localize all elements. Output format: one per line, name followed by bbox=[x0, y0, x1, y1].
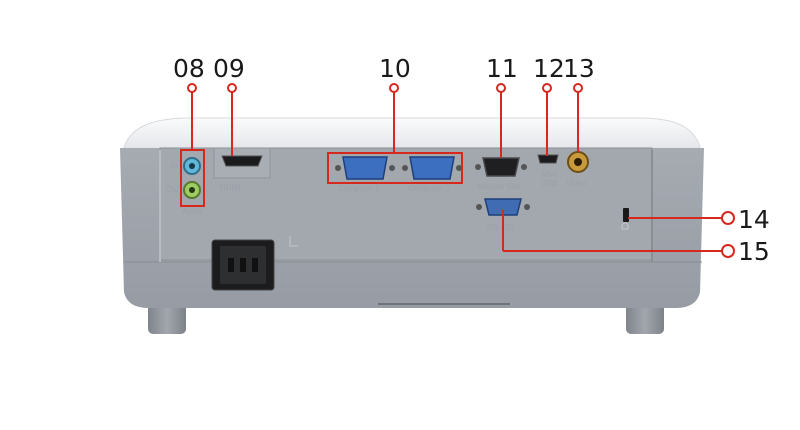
callout-dot-08 bbox=[187, 83, 197, 93]
monitor-out-port: Monitor Out bbox=[475, 157, 527, 191]
vga-computer2: Computer 2 bbox=[402, 156, 462, 193]
callout-dot-12 bbox=[542, 83, 552, 93]
audio-out-label: Out bbox=[166, 185, 180, 194]
hdmi-label: HDMI bbox=[220, 183, 240, 192]
hdmi-port: HDMI bbox=[213, 147, 271, 192]
callout-dot-13 bbox=[573, 83, 583, 93]
callout-dot-11 bbox=[496, 83, 506, 93]
callout-dot-15 bbox=[721, 244, 735, 258]
video-port: Video bbox=[566, 151, 589, 188]
projector-body bbox=[120, 117, 704, 334]
callout-12: 12 bbox=[533, 54, 565, 83]
video-label: Video bbox=[566, 179, 587, 188]
rs232-port: RS-232 bbox=[476, 198, 530, 232]
callout-09: 09 bbox=[213, 54, 245, 83]
callout-14: 14 bbox=[738, 205, 770, 234]
callout-10: 10 bbox=[379, 54, 411, 83]
callout-11: 11 bbox=[486, 54, 518, 83]
callout-08: 08 bbox=[173, 54, 205, 83]
callout-dot-14 bbox=[721, 211, 735, 225]
callout-13: 13 bbox=[563, 54, 595, 83]
mini-usb-label-2: USB bbox=[541, 179, 557, 188]
callout-dot-09 bbox=[227, 83, 237, 93]
monitor-out-label: Monitor Out bbox=[478, 182, 521, 191]
computer2-label: Computer 2 bbox=[408, 184, 450, 193]
audio-in-label: In bbox=[171, 161, 178, 170]
mini-usb-label-1: Mini bbox=[542, 170, 557, 179]
rs232-label: RS-232 bbox=[487, 223, 515, 232]
audio-label: Audio bbox=[182, 207, 203, 216]
callout-dots bbox=[187, 83, 735, 258]
audio-jacks: In Out Audio bbox=[166, 157, 203, 216]
callout-dot-10 bbox=[389, 83, 399, 93]
security-slot bbox=[621, 208, 629, 230]
mini-usb-port: Mini USB bbox=[537, 154, 559, 188]
power-inlet bbox=[211, 236, 298, 291]
vga-computer1: Computer 1 bbox=[335, 156, 395, 193]
computer1-label: Computer 1 bbox=[338, 184, 380, 193]
callout-15: 15 bbox=[738, 237, 770, 266]
callout-numbers: 08 09 10 11 12 13 14 15 bbox=[173, 54, 770, 266]
callout-lines bbox=[180, 89, 722, 252]
